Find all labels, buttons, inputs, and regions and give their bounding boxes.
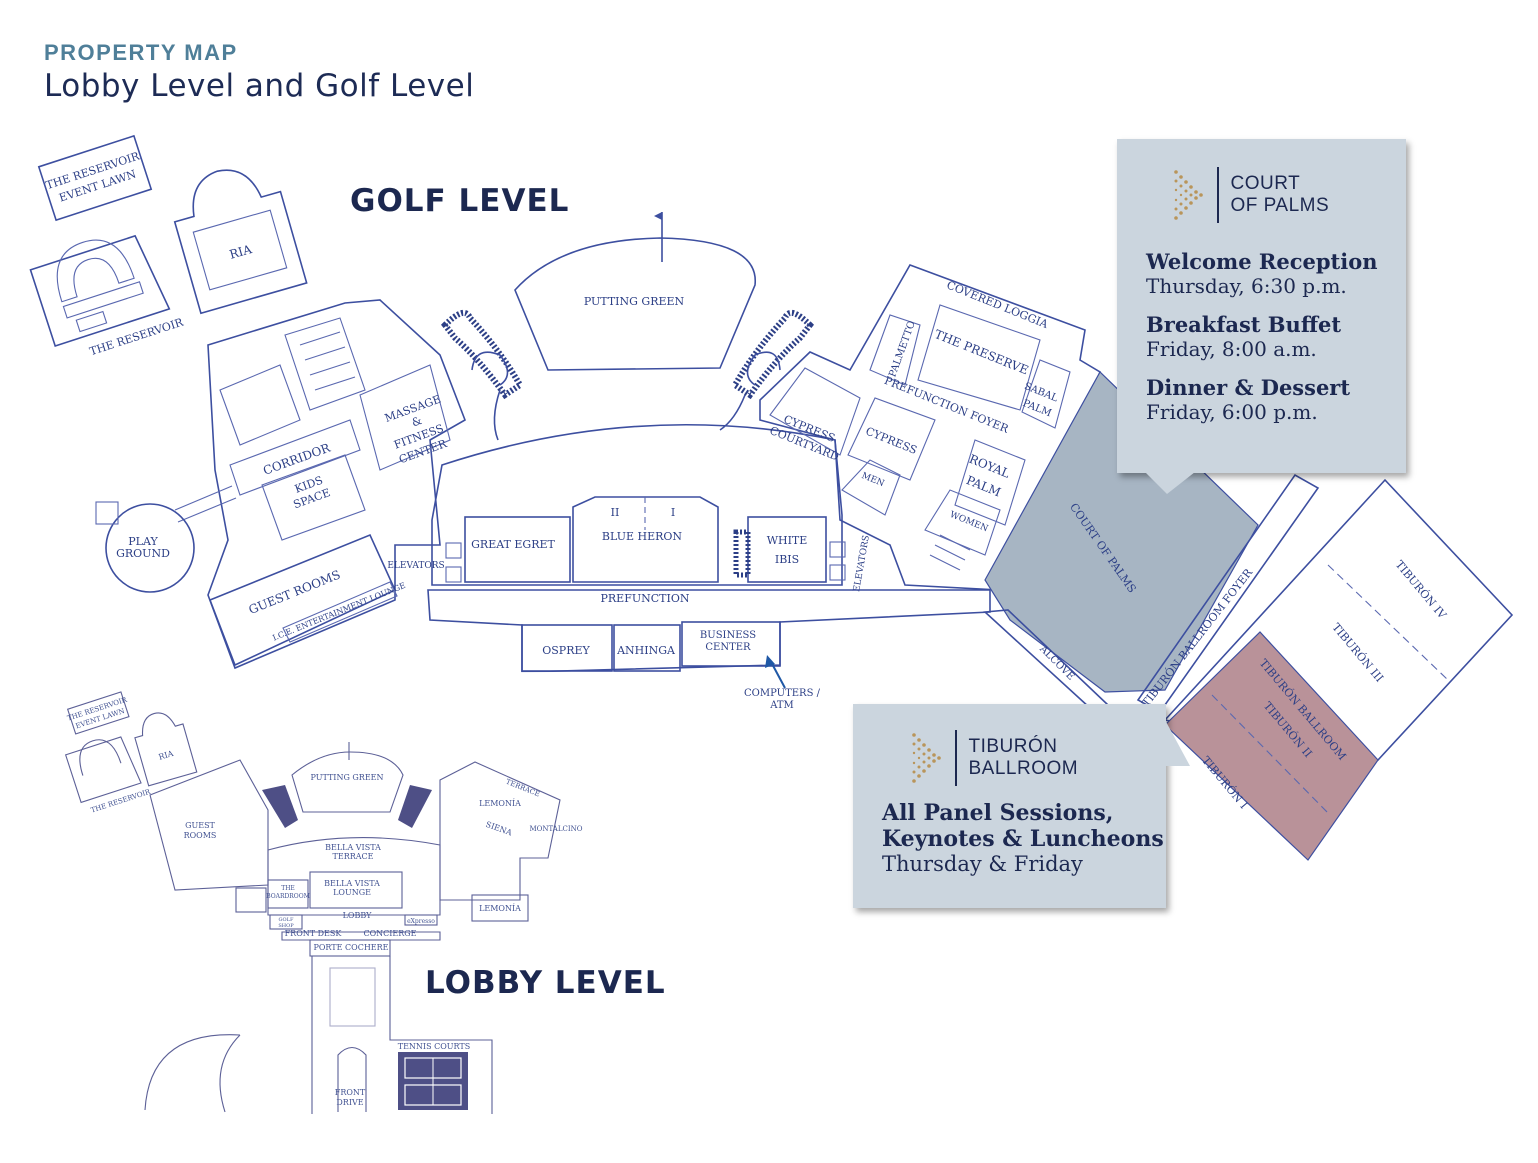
- computers-label-1: COMPUTERS /: [744, 688, 821, 699]
- lobby-boardroom-label-2: BOARDROOM: [266, 893, 310, 900]
- event-title: Dinner & Dessert: [1146, 375, 1351, 400]
- event-detail: Friday, 6:00 p.m.: [1146, 400, 1318, 424]
- tiburon-brand: TIBURÓN BALLROOM: [911, 730, 1078, 786]
- putting-green-label: PUTTING GREEN: [584, 295, 685, 308]
- tiburon-brand-line-1: TIBURÓN: [968, 736, 1058, 757]
- the-reservoir: THE RESERVOIR: [29, 234, 186, 358]
- lobby-putting-green-label: PUTTING GREEN: [311, 773, 384, 782]
- court-of-palms-brand: COURT OF PALMS: [1173, 167, 1329, 223]
- blue-heron-i-label: I: [671, 506, 675, 519]
- lobby-tennis-courts-label: TENNIS COURTS: [398, 1042, 470, 1051]
- elevators-right-label: ELEVATORS: [852, 535, 872, 593]
- tiburon-callout-pointer: [1164, 718, 1190, 766]
- tiburon-title-line-2: Keynotes & Luncheons: [882, 826, 1164, 852]
- event-item: Dinner & Dessert Friday, 6:00 p.m.: [1146, 375, 1378, 424]
- prefunction-label: PREFUNCTION: [601, 592, 690, 605]
- court-brand-line-2: OF PALMS: [1230, 195, 1330, 216]
- court-of-palms-area: [984, 371, 1259, 693]
- white-ibis-label-1: WHITE: [767, 534, 808, 547]
- golf-level-heading: GOLF LEVEL: [350, 183, 570, 219]
- event-item: Welcome Reception Thursday, 6:30 p.m.: [1146, 249, 1378, 298]
- osprey-label: OSPREY: [542, 644, 590, 657]
- court-events-list: Welcome Reception Thursday, 6:30 p.m. Br…: [1146, 249, 1378, 438]
- lobby-lemonia-2-label: LEMONÍA: [479, 904, 521, 913]
- women-label: WOMEN: [948, 510, 989, 534]
- lobby-level-plan: THE RESERVOIR EVENT LAWN THE RESERVOIR R…: [55, 672, 600, 1114]
- lobby-concierge-label: CONCIERGE: [363, 929, 416, 938]
- lobby-porte-cochere-label: PORTE COCHERE: [313, 943, 388, 952]
- cypress-label: CYPRESS: [864, 425, 919, 457]
- business-center-label-1: BUSINESS: [700, 630, 756, 641]
- event-title: Welcome Reception: [1146, 249, 1378, 274]
- lobby-bella-terrace-label-1: BELLA VISTA: [325, 843, 381, 852]
- white-ibis-label-2: IBIS: [775, 553, 799, 566]
- anhinga-label: ANHINGA: [616, 644, 676, 657]
- map-kicker: PROPERTY MAP: [44, 40, 238, 65]
- covered-loggia-label: COVERED LOGGIA: [945, 278, 1051, 331]
- elevators-left-label: ELEVATORS: [387, 561, 444, 571]
- tiburon-callout: TIBURÓN BALLROOM All Panel Sessions, Key…: [853, 704, 1166, 908]
- chevron-logo-icon: [1174, 170, 1203, 220]
- lobby-bella-lounge-label-1: BELLA VISTA: [324, 879, 380, 888]
- lobby-front-drive-label-2: DRIVE: [336, 1098, 363, 1107]
- event-title: Breakfast Buffet: [1146, 312, 1342, 337]
- tiburon-iii-label: TIBURÓN III: [1329, 620, 1386, 685]
- lobby-front-drive-label-1: FRONT: [335, 1088, 366, 1097]
- map-title: Lobby Level and Golf Level: [44, 68, 475, 104]
- tiburon-title-line-1: All Panel Sessions,: [882, 800, 1114, 826]
- blue-heron-label: BLUE HERON: [602, 530, 683, 543]
- court-callout-pointer: [1145, 472, 1195, 494]
- tiburon-brand-line-2: BALLROOM: [968, 758, 1079, 779]
- massage-label-2: &: [410, 414, 424, 430]
- prefunction-foyer-label: PREFUNCTION FOYER: [882, 374, 1011, 436]
- guest-rooms-label: GUEST ROOMS: [247, 567, 343, 617]
- lobby-express-label: eXpresso: [407, 918, 435, 925]
- tiburon-detail: Thursday & Friday: [882, 852, 1083, 876]
- blue-heron-ii-label: II: [611, 506, 620, 519]
- lobby-golf-shop-label-1: GOLF: [279, 917, 294, 923]
- computers-label-2: ATM: [769, 700, 794, 711]
- ria-room: RIA: [173, 169, 308, 315]
- event-detail: Thursday, 6:30 p.m.: [1146, 274, 1347, 298]
- playground-label-1: PLAY: [128, 535, 158, 548]
- lobby-bella-terrace-label-2: TERRACE: [333, 852, 374, 861]
- lobby-ria-label: RIA: [158, 749, 175, 762]
- tiburon-iv-label: TIBURÓN IV: [1393, 557, 1451, 622]
- the-preserve-label: THE PRESERVE: [933, 327, 1031, 377]
- lobby-golf-shop-label-2: SHOP: [278, 923, 294, 929]
- reservoir-event-lawn: THE RESERVOIR EVENT LAWN: [37, 134, 153, 222]
- event-item: Breakfast Buffet Friday, 8:00 a.m.: [1146, 312, 1378, 361]
- lobby-front-desk-label: FRONT DESK: [285, 929, 343, 938]
- lobby-boardroom-label-1: THE: [281, 885, 295, 892]
- lobby-guest-label-2: ROOMS: [184, 831, 217, 840]
- men-label: MEN: [860, 471, 886, 489]
- tiburon-ballroom-area: [1164, 631, 1379, 861]
- ria-label: RIA: [228, 242, 254, 262]
- business-center-label-2: CENTER: [705, 642, 751, 653]
- lobby-level-heading: LOBBY LEVEL: [425, 965, 666, 1001]
- chevron-logo-icon: [912, 733, 941, 783]
- lobby-lobby-label: LOBBY: [343, 911, 372, 920]
- great-egret-label: GREAT EGRET: [471, 538, 555, 551]
- court-brand-line-1: COURT: [1230, 173, 1301, 194]
- lobby-lemonia-label: LEMONÍA: [479, 799, 521, 808]
- reservoir-label: THE RESERVOIR: [88, 315, 186, 358]
- tiburon-events: All Panel Sessions, Keynotes & Luncheons…: [882, 800, 1164, 876]
- lobby-guest-label-1: GUEST: [185, 821, 215, 830]
- lobby-bella-lounge-label-2: LOUNGE: [333, 888, 371, 897]
- playground-label-2: GROUND: [116, 547, 170, 560]
- lobby-montalcino-label: MONTALCINO: [529, 825, 582, 833]
- court-of-palms-callout: COURT OF PALMS Welcome Reception Thursda…: [1117, 139, 1406, 473]
- event-detail: Friday, 8:00 a.m.: [1146, 337, 1317, 361]
- royal-palm-label-2: PALM: [964, 473, 1003, 499]
- palmetto-label: PALMETTO: [887, 320, 917, 379]
